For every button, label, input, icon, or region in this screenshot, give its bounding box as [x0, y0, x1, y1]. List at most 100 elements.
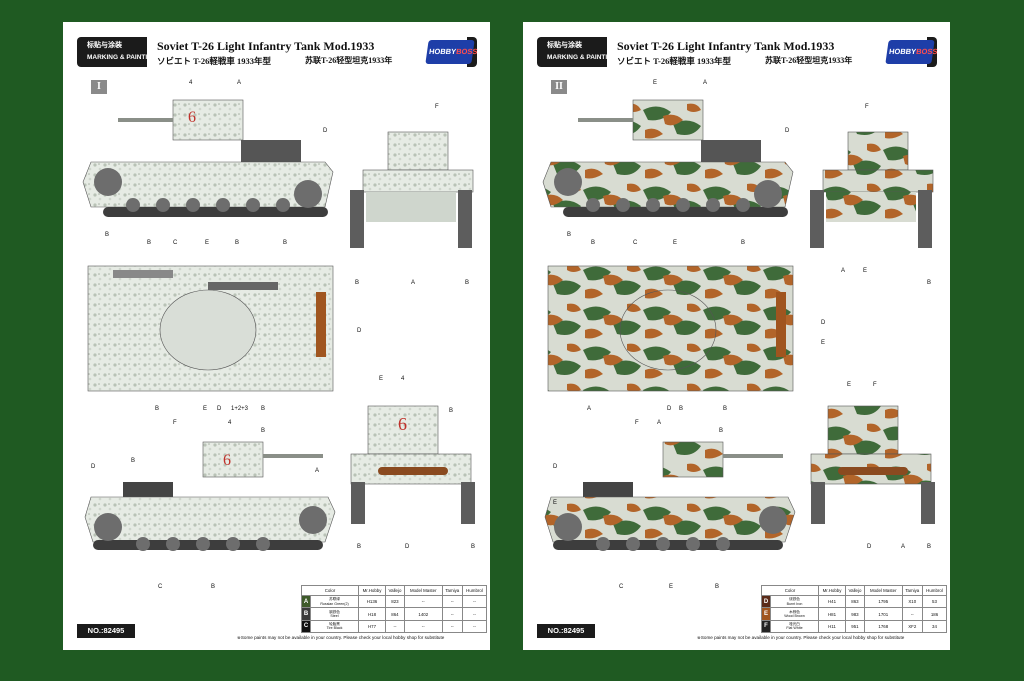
tank-drawings: E A D B B C E B F A E B D E A D B B F A …: [542, 80, 935, 590]
kit-number: NO.:82495: [537, 624, 595, 638]
callout: A: [841, 268, 845, 274]
color-table-header: Color Mr.Hobby Vallejo Model Master Tami…: [301, 584, 488, 597]
callout: D: [553, 464, 558, 470]
sheet-title-jp: ソビエト T-26軽戦車 1933年型: [157, 56, 271, 66]
callout: F: [865, 104, 869, 110]
callout: C: [158, 584, 163, 590]
tank-side-view-left: [544, 441, 796, 551]
callout: B: [131, 458, 135, 464]
tank-rear-view: [350, 405, 475, 524]
callout: D: [867, 544, 872, 550]
callout: D: [357, 328, 362, 334]
color-table: Color Mr.Hobby Vallejo Model Master Tami…: [301, 584, 488, 634]
instruction-sheet-2: 标贴与涂装 MARKING & PAINTING Soviet T-26 Lig…: [523, 22, 950, 650]
callout: A: [315, 468, 319, 474]
callout: B: [355, 280, 359, 286]
header-cn-label: 标贴与涂装: [547, 42, 582, 49]
callout: B: [679, 406, 683, 412]
callout: B: [591, 240, 595, 246]
callout: B: [147, 240, 151, 246]
paint-availability-note: ※Some paints may not be available in you…: [697, 635, 905, 640]
callout: A: [703, 80, 707, 86]
callout: B: [567, 232, 571, 238]
callout: B: [723, 406, 727, 412]
callout: A: [237, 80, 241, 86]
callout: F: [173, 420, 177, 426]
callout: 4: [401, 376, 405, 382]
tank-front-view: [810, 131, 934, 248]
callout: A: [411, 280, 415, 286]
callout: A: [901, 544, 905, 550]
tank-top-view: [87, 265, 334, 392]
step-number: I: [91, 80, 107, 94]
sheet-header: 标贴与涂装 MARKING & PAINTING Soviet T-26 Lig…: [77, 37, 478, 67]
tank-rear-view: [810, 405, 935, 524]
callout: D: [405, 544, 410, 550]
turret-number-left: 6: [223, 452, 231, 469]
tank-side-view: [82, 99, 334, 217]
sheet-title: Soviet T-26 Light Infantry Tank Mod.1933: [157, 39, 375, 53]
callout: E: [673, 240, 677, 246]
sheet-title-cn: 苏联T-26轻型坦克1933年: [305, 56, 393, 65]
callout: F: [435, 104, 439, 110]
turret-number-rear: 6: [398, 414, 407, 434]
callout: E: [553, 500, 557, 506]
callout: D: [785, 128, 790, 134]
paint-availability-note: ※Some paints may not be available in you…: [237, 635, 445, 640]
callout: E: [669, 584, 673, 590]
callout: E: [653, 80, 657, 86]
callout: B: [283, 240, 287, 246]
callout: B: [261, 406, 265, 412]
tank-front-view: [350, 131, 474, 248]
callout: C: [173, 240, 178, 246]
callout: E: [379, 376, 383, 382]
callout: E: [205, 240, 209, 246]
header-en-label: MARKING & PAINTING: [87, 54, 157, 61]
callout: B: [105, 232, 109, 238]
sheet-title-cn: 苏联T-26轻型坦克1933年: [765, 56, 853, 65]
callout: D: [821, 320, 826, 326]
sheet-title: Soviet T-26 Light Infantry Tank Mod.1933: [617, 39, 835, 53]
header-cn-label: 标贴与涂装: [87, 42, 122, 49]
sheet-header: 标贴与涂装 MARKING & PAINTING Soviet T-26 Lig…: [537, 37, 938, 67]
callout: B: [719, 428, 723, 434]
callout: D: [91, 464, 96, 470]
callout: D: [323, 128, 328, 134]
color-table: Color Mr.Hobby Vallejo Model Master Tami…: [761, 584, 948, 634]
sheet-title-jp: ソビエト T-26軽戦車 1933年型: [617, 56, 731, 66]
callout: E: [821, 340, 825, 346]
callout: C: [633, 240, 638, 246]
tank-drawings: 6 6: [82, 80, 475, 590]
callout: B: [235, 240, 239, 246]
callout: B: [465, 280, 469, 286]
callout: C: [619, 584, 624, 590]
callout: 4: [228, 420, 232, 426]
callout: B: [927, 544, 931, 550]
callout: E: [863, 268, 867, 274]
callout: B: [449, 408, 453, 414]
callout: B: [357, 544, 361, 550]
color-table-header: Color Mr.Hobby Vallejo Model Master Tami…: [761, 584, 948, 597]
callout: A: [657, 420, 661, 426]
callout: B: [741, 240, 745, 246]
tank-side-view-left: [84, 441, 336, 551]
callout: A: [587, 406, 591, 412]
header-en-label: MARKING & PAINTING: [547, 54, 617, 61]
callout: B: [155, 406, 159, 412]
callout: D: [217, 406, 222, 412]
callout: B: [715, 584, 719, 590]
instruction-sheet-1: 标贴与涂装 MARKING & PAINTING Soviet T-26 Lig…: [63, 22, 490, 650]
callout: 4: [189, 80, 193, 86]
tank-side-view: [542, 99, 794, 217]
callout: E: [203, 406, 207, 412]
callout: F: [873, 382, 877, 388]
kit-number: NO.:82495: [77, 624, 135, 638]
callout: B: [211, 584, 215, 590]
callout: D: [667, 406, 672, 412]
